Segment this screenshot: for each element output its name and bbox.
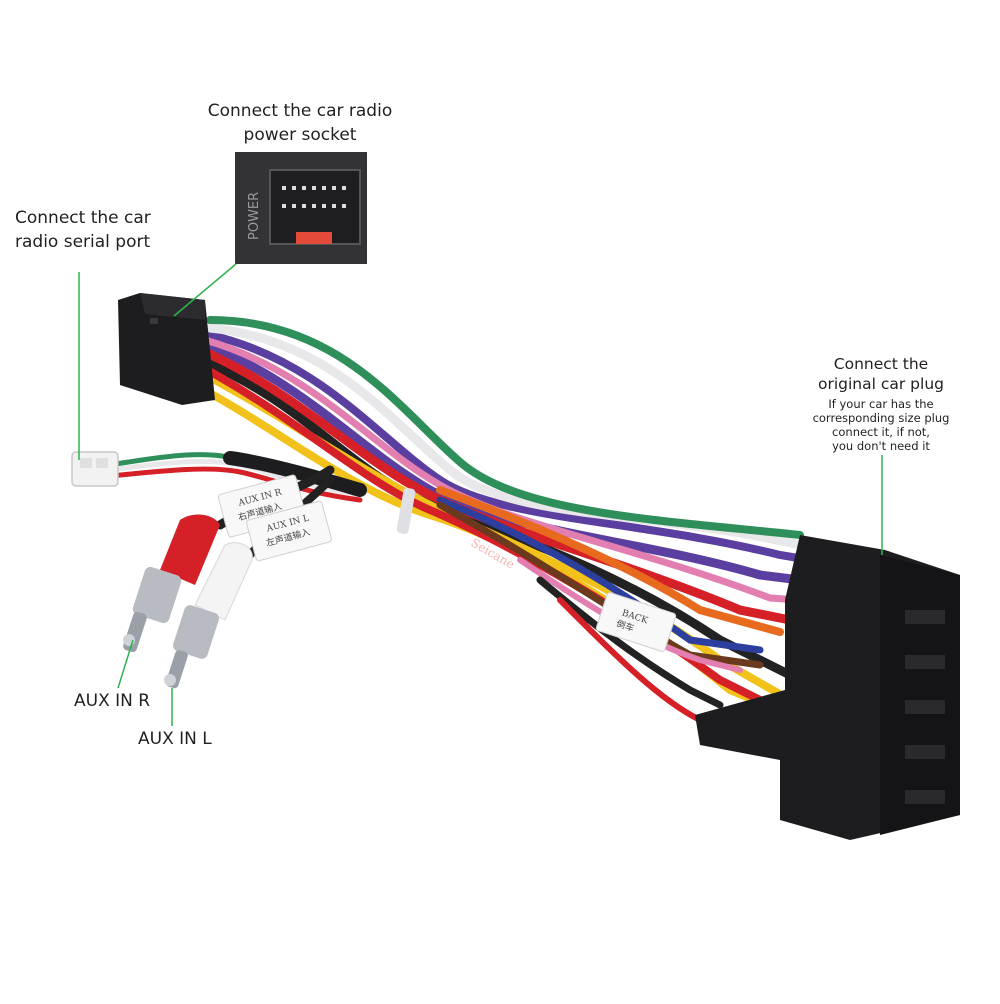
- power-socket-inset: POWER: [235, 152, 367, 264]
- serial-port-connector: [71, 451, 119, 487]
- serial-port-label-line2: radio serial port: [15, 232, 151, 252]
- power-connector: [118, 293, 215, 405]
- original-plug-note-line1: If your car has the: [828, 397, 934, 411]
- rca-plug-red: [123, 514, 220, 653]
- aux-r-callout-line: [117, 639, 134, 689]
- rca-plug-white: [164, 542, 253, 689]
- original-plug-label: Connect the original car plug: [800, 354, 962, 394]
- original-plug-note-line2: corresponding size plug: [812, 411, 950, 425]
- original-plug-label-line1: Connect the: [833, 355, 929, 373]
- power-socket-label-line2: power socket: [243, 125, 357, 145]
- original-plug-note-line4: you don't need it: [832, 439, 930, 453]
- callout-lines: [78, 263, 883, 726]
- aux-in-l-label: AUX IN L: [138, 729, 212, 749]
- original-plug-note: If your car has the corresponding size p…: [805, 397, 957, 453]
- power-socket-label-line1: Connect the car radio: [207, 101, 393, 121]
- aux-tag-2: [246, 500, 332, 562]
- back-tag: [595, 592, 677, 652]
- serial-port-label-line1: Connect the car: [15, 208, 151, 228]
- original-plug-label-line2: original car plug: [818, 375, 944, 393]
- inset-power-text: POWER: [247, 192, 262, 240]
- serial-port-label: Connect the car radio serial port: [15, 206, 151, 254]
- power-socket-label: Connect the car radio power socket: [190, 99, 410, 147]
- original-plug-note-line3: connect it, if not,: [832, 425, 930, 439]
- original-car-plug-connector: [695, 535, 960, 840]
- power-socket-callout-line: [173, 263, 237, 317]
- aux-in-r-label: AUX IN R: [74, 691, 151, 711]
